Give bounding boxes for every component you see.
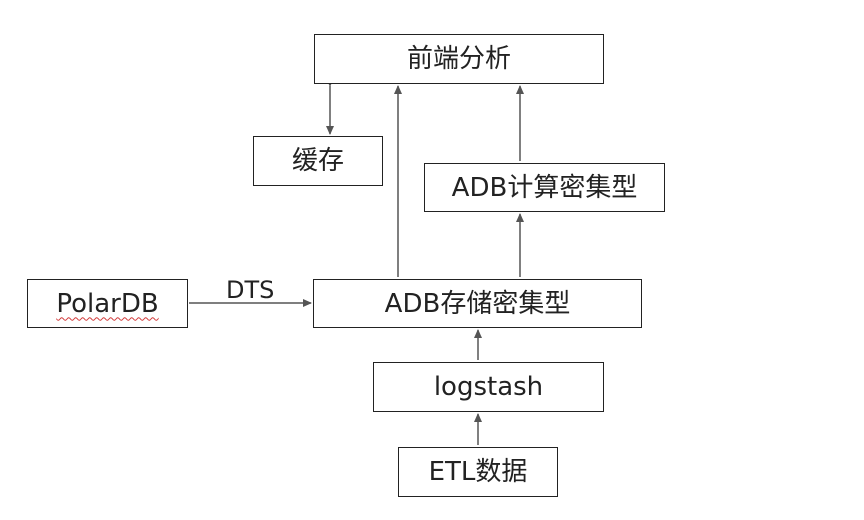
node-cache: 缓存 <box>253 136 383 186</box>
node-logstash-label: logstash <box>433 372 544 402</box>
node-adb-compute: ADB计算密集型 <box>424 163 665 212</box>
node-adb-storage: ADB存储密集型 <box>313 279 642 328</box>
node-logstash: logstash <box>373 362 604 412</box>
node-cache-label: 缓存 <box>291 146 344 176</box>
node-frontend-analysis: 前端分析 <box>314 34 604 84</box>
node-etl-data: ETL数据 <box>398 447 558 497</box>
edge-label-dts: DTS <box>226 276 275 304</box>
node-adb-storage-label: ADB存储密集型 <box>384 288 571 319</box>
node-etl-data-label: ETL数据 <box>428 457 528 487</box>
node-frontend-analysis-label: 前端分析 <box>406 44 511 74</box>
node-polardb: PolarDB <box>27 279 188 328</box>
node-adb-compute-label: ADB计算密集型 <box>451 172 638 203</box>
node-polardb-label: PolarDB <box>56 288 159 319</box>
